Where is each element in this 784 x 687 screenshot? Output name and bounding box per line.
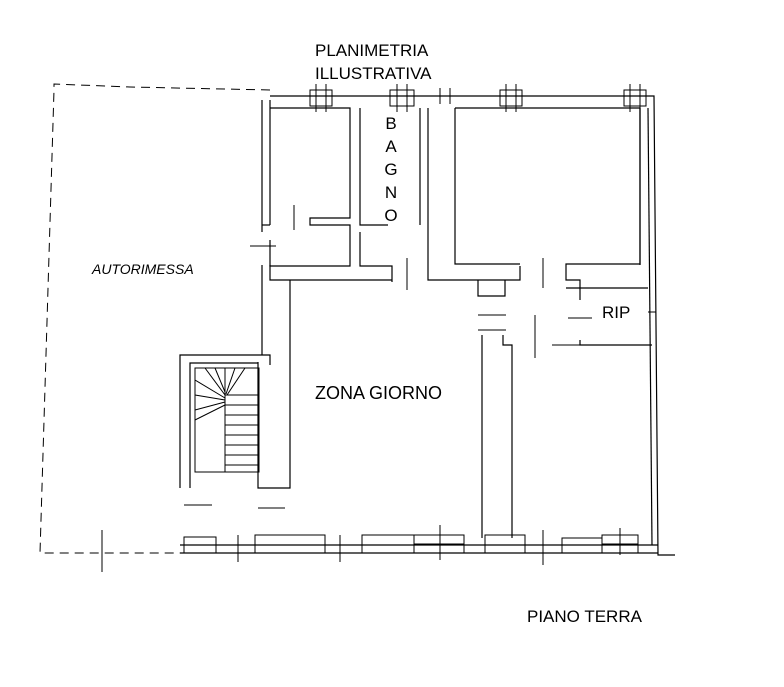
rip-closet-walls [552, 287, 656, 346]
outer-walls [261, 95, 675, 556]
plan-title-line2: ILLUSTRATIVA [315, 64, 432, 83]
garage-outline [39, 83, 271, 554]
plan-title: PLANIMETRIA ILLUSTRATIVA [315, 39, 432, 85]
staircase [179, 354, 285, 509]
bathroom-walls [359, 108, 521, 290]
room-label-zona-giorno: ZONA GIORNO [315, 383, 443, 403]
plan-title-line1: PLANIMETRIA [315, 41, 429, 60]
room-label-rip: RIP [602, 303, 631, 322]
room-label-autorimessa: AUTORIMESSA [92, 261, 194, 277]
room-label-bagno: BAGNO [384, 114, 398, 225]
top-pillars [309, 84, 647, 112]
bottom-wall [101, 525, 658, 572]
left-room-walls [250, 107, 351, 267]
floor-label: PIANO TERRA [527, 607, 642, 626]
right-room-walls [454, 107, 641, 300]
